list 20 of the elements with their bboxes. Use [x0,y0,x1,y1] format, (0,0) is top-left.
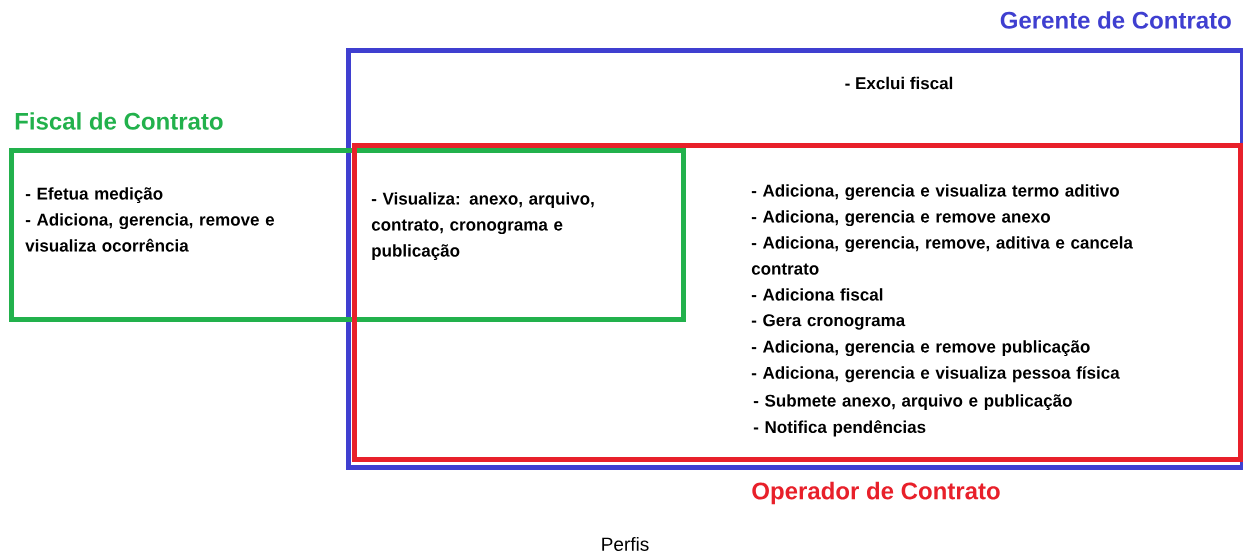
region-box [9,148,686,322]
region-title: Gerente de Contrato [1000,11,1231,29]
overlap-text: - Visualiza: anexo, arquivo, contrato, cronograma e publicação [371,192,594,261]
list-item: - Adiciona, gerencia, remove e visualiza ocorrência [25,213,275,252]
list-item: - Adiciona, gerencia e visualiza pessoa física [751,366,1120,383]
region-box [352,143,1243,462]
list-item: - Submete anexo, arquivo e publicação [753,394,1072,411]
list-item: - Adiciona fiscal [751,288,883,301]
list-item: - Gera cronograma [751,314,906,330]
list-item: - Efetua medição [25,187,163,204]
list-item: - Notifica pendências [753,420,926,437]
list-item: - Adiciona, gerencia e visualiza termo aditivo [751,184,1119,201]
region-title: Fiscal de Contrato [15,112,223,130]
list-item: - Adiciona, gerencia e remove publicação [751,340,1090,357]
region-box [346,48,1243,470]
caption: Perfis [602,537,649,551]
list-item: - Adiciona, gerencia, remove, aditiva e cancela contrato [751,236,1133,275]
region-title: Operador de Contrato [752,481,1000,505]
list-item: - Exclui fiscal [845,76,953,90]
list-item: - Adiciona, gerencia e remove anexo [751,210,1050,227]
